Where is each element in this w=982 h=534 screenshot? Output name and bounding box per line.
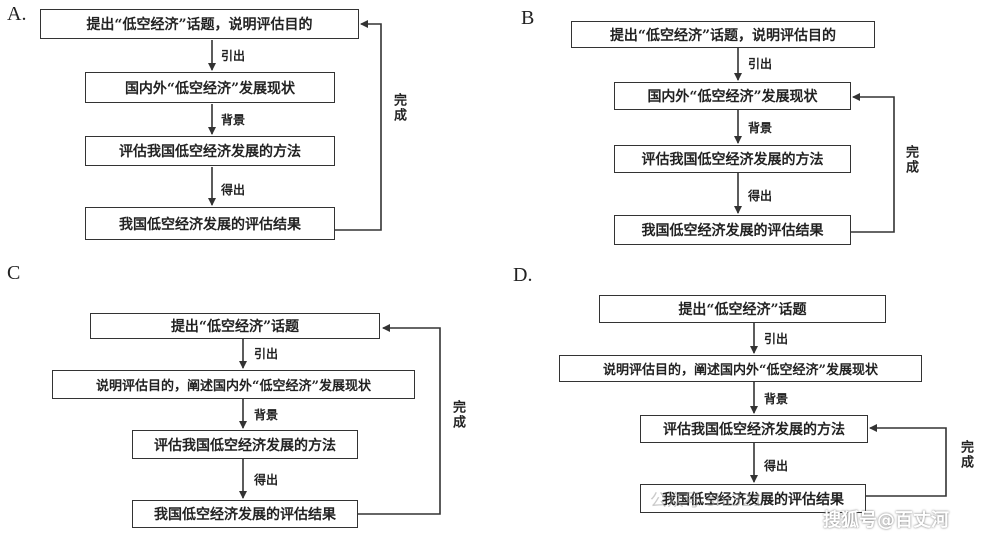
panel-a-letter: A. <box>7 3 27 25</box>
panel-d-edge-label-2: 背景 <box>764 392 789 406</box>
panel-c-letter: C <box>7 262 21 284</box>
panel-d-box-3: 评估我国低空经济发展的方法 <box>640 415 868 443</box>
panel-c-edge-label-3: 得出 <box>254 473 279 487</box>
panel-a-box-3: 评估我国低空经济发展的方法 <box>85 136 335 166</box>
panel-d-box-2: 说明评估目的，阐述国内外“低空经济”发展现状 <box>559 355 922 382</box>
panel-d-edge-label-1: 引出 <box>764 332 789 346</box>
panel-a-box-4: 我国低空经济发展的评估结果 <box>85 207 335 240</box>
panel-c-box-2: 说明评估目的，阐述国内外“低空经济”发展现状 <box>52 370 415 399</box>
panel-b-letter: B <box>521 7 535 29</box>
panel-b-edge-label-3: 得出 <box>748 189 773 203</box>
panel-c-loop-label: 完成 <box>450 400 465 430</box>
panel-c-box-3: 评估我国低空经济发展的方法 <box>132 430 358 459</box>
panel-c-box-1: 提出“低空经济”话题 <box>90 313 380 339</box>
panel-d-loop-label: 完成 <box>958 440 973 470</box>
panel-d-loop-arrow <box>866 424 947 497</box>
panel-b-box-3: 评估我国低空经济发展的方法 <box>614 145 851 173</box>
panel-a-loop-label: 完成 <box>391 93 406 123</box>
panel-b-loop-arrow <box>851 93 895 233</box>
faint-watermark: 公众号 shi321 <box>650 491 764 511</box>
panel-a-box-2: 国内外“低空经济”发展现状 <box>85 72 335 103</box>
panel-b-box-1: 提出“低空经济”话题，说明评估目的 <box>571 21 875 48</box>
panel-b-edge-label-2: 背景 <box>748 121 773 135</box>
panel-d-box-1: 提出“低空经济”话题 <box>599 295 886 323</box>
panel-c-edge-label-1: 引出 <box>254 347 279 361</box>
panel-c-loop-arrow <box>358 324 441 515</box>
panel-a-edge-label-1: 引出 <box>221 49 246 63</box>
panel-a-box-1: 提出“低空经济”话题，说明评估目的 <box>40 9 359 39</box>
panel-c-edge-label-2: 背景 <box>254 408 279 422</box>
panel-b-box-4: 我国低空经济发展的评估结果 <box>614 215 851 245</box>
panel-b-box-2: 国内外“低空经济”发展现状 <box>614 82 851 110</box>
panel-b-edge-label-1: 引出 <box>748 57 773 71</box>
sohu-watermark: 搜狐号@百丈河 <box>823 510 949 531</box>
panel-d-letter: D. <box>513 264 533 286</box>
panel-d-edge-label-3: 得出 <box>764 459 789 473</box>
panel-c-box-4: 我国低空经济发展的评估结果 <box>132 500 358 528</box>
panel-d-box-4: 我国低空经济发展的评估结果 <box>640 484 866 513</box>
panel-a-loop-arrow <box>334 20 382 231</box>
panel-b-loop-label: 完成 <box>903 145 918 175</box>
panel-a-edge-label-3: 得出 <box>221 183 246 197</box>
panel-a-edge-label-2: 背景 <box>221 113 246 127</box>
